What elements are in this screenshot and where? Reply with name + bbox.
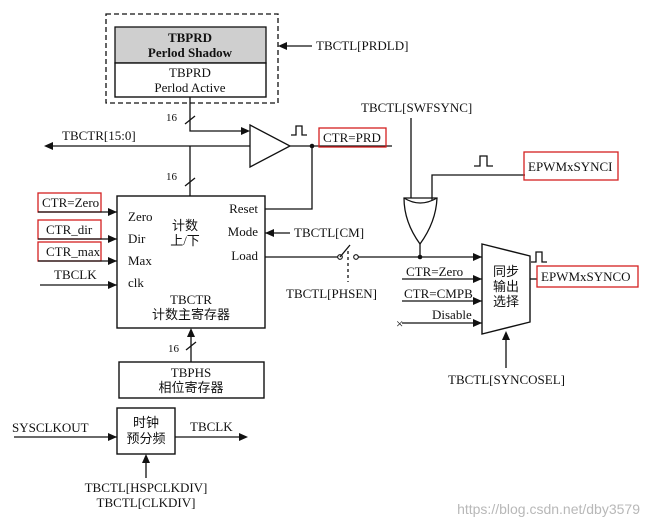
mux-line2: 输出 (493, 279, 519, 294)
ctr-dir-arrowhead (108, 235, 117, 243)
tbprd-dashed-frame (105, 13, 279, 104)
counter-in-max: Max (128, 253, 152, 268)
tbclk-in-label: TBCLK (54, 267, 97, 282)
sysclkout-arrowhead (108, 433, 117, 441)
counter-name: TBCTR (170, 292, 212, 307)
swfsync-label: TBCTL[SWFSYNC] (361, 100, 472, 115)
active-subtitle: Perlod Active (154, 80, 225, 95)
prescaler-line2: 预分频 (126, 431, 165, 446)
tbctr-bus-label: TBCTR[15:0] (62, 128, 136, 143)
shadow-title: TBPRD (168, 30, 212, 45)
counter-in-dir: Dir (128, 231, 146, 246)
ctr-zero-label: CTR=Zero (42, 195, 99, 210)
bus-slash-3 (185, 341, 197, 351)
phase-block (118, 361, 265, 399)
ctr-prd-highlight (318, 127, 387, 148)
tbctr-arrowhead (44, 142, 53, 150)
syncosel-label: TBCTL[SYNCOSEL] (448, 372, 565, 387)
tbclk-out-label: TBCLK (190, 419, 233, 434)
counter-in-clk: clk (128, 275, 144, 290)
phsen-switch (339, 244, 351, 258)
mux-in3-label: Disable (432, 307, 472, 322)
mux-in2-label: CTR=CMPB (404, 286, 473, 301)
counter-center-2: 上/下 (170, 233, 200, 248)
ctr-prd-label: CTR=PRD (323, 130, 381, 145)
tbclk-in-arrowhead (108, 281, 117, 289)
hspclkdiv-label: TBCTL[HSPCLKDIV] (85, 480, 208, 495)
cm-label: TBCTL[CM] (294, 225, 364, 240)
or-gate (403, 197, 438, 246)
tbprd-active-box (114, 62, 267, 98)
syncout-pulse-icon (531, 251, 547, 263)
mux-in3-arrowhead (473, 319, 482, 327)
active-title: TBPRD (169, 65, 211, 80)
junction-dot-prd (309, 143, 315, 149)
prescaler-line1: 时钟 (133, 415, 159, 430)
bus-arrowhead-1 (241, 127, 250, 135)
comparator (249, 123, 292, 169)
prd-pulse-icon (291, 125, 307, 136)
prescaler-block (116, 407, 176, 455)
syncout-label: EPWMxSYNCO (541, 269, 631, 284)
counter-out-mode: Mode (228, 224, 259, 239)
phase-desc: 相位寄存器 (158, 380, 223, 395)
mux-in1-arrowhead (473, 275, 482, 283)
mux-in2-arrowhead (473, 297, 482, 305)
phase-bus-arrowhead (187, 328, 195, 337)
syncin-highlight (523, 151, 619, 181)
mux-line3: 选择 (493, 294, 519, 309)
counter-center-1: 计数 (172, 218, 198, 233)
prdld-label: TBCTL[PRDLD] (316, 38, 408, 53)
counter-desc: 计数主寄存器 (152, 307, 230, 322)
switch-contact-b (353, 254, 359, 260)
counter-out-reset: Reset (229, 201, 258, 216)
phsen-label: TBCTL[PHSEN] (286, 286, 377, 301)
counter-out-load: Load (231, 248, 258, 263)
counter-in-zero: Zero (128, 209, 153, 224)
junction-dot-load (417, 254, 423, 260)
mux-line1: 同步 (493, 264, 519, 279)
mux-in-sync-arrowhead (473, 253, 482, 261)
bus-width-2: 16 (166, 171, 178, 183)
mux-in1-label: CTR=Zero (406, 264, 463, 279)
bus-width-1: 16 (166, 112, 178, 124)
bus-slash-1 (184, 115, 196, 125)
ctr-max-arrowhead (108, 257, 117, 265)
syncin-pulse-icon (474, 155, 493, 167)
clkdiv-arrowhead (142, 454, 150, 463)
ctr-max-label: CTR_max (46, 244, 101, 259)
bus-width-3: 16 (168, 343, 180, 355)
bus-slash-2 (184, 177, 196, 187)
cm-arrowhead (265, 229, 274, 237)
ctr-zero-arrowhead (108, 208, 117, 216)
active-to-comparator-bus (189, 97, 248, 132)
tbprd-shadow-box (114, 26, 267, 64)
clkdiv-label: TBCTL[CLKDIV] (97, 495, 196, 510)
shadow-subtitle: Perlod Shadow (148, 45, 233, 60)
syncout-highlight (536, 265, 639, 288)
comparator-to-reset (265, 146, 313, 210)
disable-x-mark: × (396, 316, 403, 331)
or-gate-curve (403, 197, 438, 204)
ctr-dir-label: CTR_dir (46, 222, 93, 237)
syncin-line (431, 174, 525, 200)
sync-out-mux (481, 243, 531, 335)
watermark: https://blog.csdn.net/dby3579 (457, 501, 640, 517)
syncin-label: EPWMxSYNCI (528, 159, 613, 174)
syncosel-arrowhead (502, 331, 510, 340)
sysclkout-label: SYSCLKOUT (12, 420, 89, 435)
tbclk-out-arrowhead (239, 433, 248, 441)
prdld-arrowhead (278, 42, 287, 50)
phase-name: TBPHS (171, 365, 211, 380)
